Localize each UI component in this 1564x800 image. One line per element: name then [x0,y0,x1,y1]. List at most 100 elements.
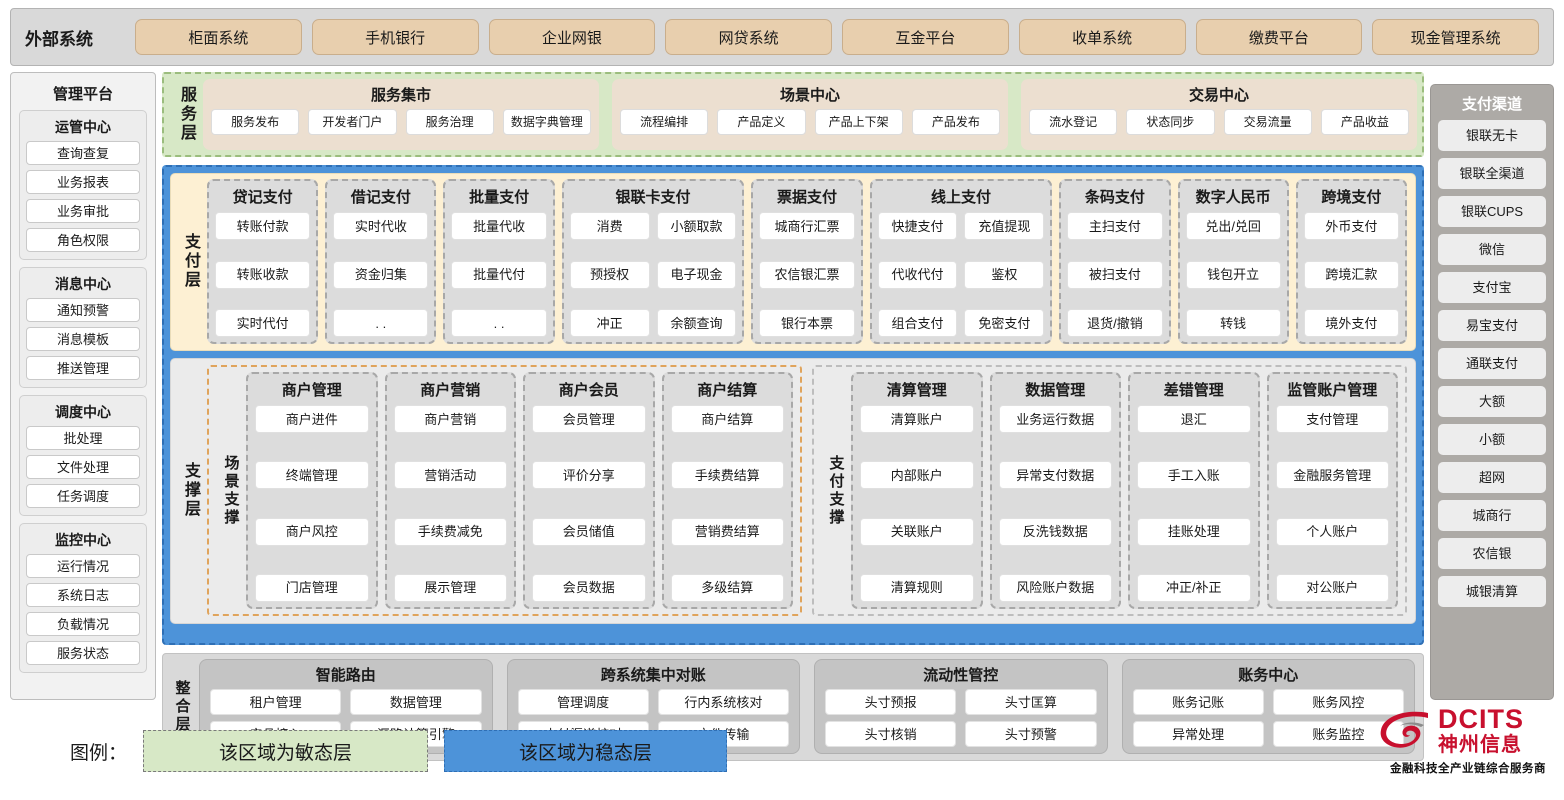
external-system-item[interactable]: 企业网银 [488,19,656,55]
external-system-item[interactable]: 缴费平台 [1195,19,1363,55]
support-item-异常支付数据[interactable]: 异常支付数据 [998,461,1112,490]
support-item-营销活动[interactable]: 营销活动 [393,461,507,490]
payment-channel-item-大额[interactable]: 大额 [1438,386,1546,417]
sidebar-item-服务状态[interactable]: 服务状态 [26,641,140,665]
sidebar-item-通知预警[interactable]: 通知预警 [26,298,140,322]
service-item-产品定义[interactable]: 产品定义 [717,109,806,135]
payment-channel-item-银联无卡[interactable]: 银联无卡 [1438,120,1546,151]
service-item-开发者门户[interactable]: 开发者门户 [308,109,397,135]
external-system-item[interactable]: 网贷系统 [665,19,832,55]
payment-item-冲正[interactable]: 冲正 [569,309,650,337]
service-item-服务治理[interactable]: 服务治理 [405,109,494,135]
payment-item-免密支付[interactable]: 免密支付 [964,309,1045,337]
payment-item-充值提现[interactable]: 充值提现 [964,212,1045,240]
integration-item-数据管理[interactable]: 数据管理 [350,689,482,715]
service-item-状态同步[interactable]: 状态同步 [1126,109,1215,135]
payment-item-银行本票[interactable]: 银行本票 [759,309,855,337]
payment-channel-item-城银清算[interactable]: 城银清算 [1438,576,1546,607]
support-item-会员管理[interactable]: 会员管理 [532,405,646,433]
sidebar-item-角色权限[interactable]: 角色权限 [26,228,140,252]
service-item-流水登记[interactable]: 流水登记 [1029,109,1118,135]
support-item-清算账户[interactable]: 清算账户 [860,405,974,433]
sidebar-item-消息模板[interactable]: 消息模板 [26,327,140,351]
payment-item-退货/撤销[interactable]: 退货/撤销 [1067,309,1163,337]
payment-item-外币支付[interactable]: 外币支付 [1303,212,1399,240]
payment-item-快捷支付[interactable]: 快捷支付 [877,212,958,240]
payment-item-转钱[interactable]: 转钱 [1185,309,1281,337]
support-item-退汇[interactable]: 退汇 [1137,405,1251,433]
integration-item-管理调度[interactable]: 管理调度 [517,689,649,715]
service-item-产品发布[interactable]: 产品发布 [911,109,1000,135]
external-system-item[interactable]: 互金平台 [842,19,1009,55]
external-system-item[interactable]: 手机银行 [311,19,479,55]
support-item-营销费结算[interactable]: 营销费结算 [670,517,784,546]
support-item-门店管理[interactable]: 门店管理 [255,573,369,602]
sidebar-item-业务报表[interactable]: 业务报表 [26,170,140,194]
sidebar-item-运行情况[interactable]: 运行情况 [26,554,140,578]
payment-item-转账付款[interactable]: 转账付款 [215,212,311,240]
support-item-挂账处理[interactable]: 挂账处理 [1137,517,1251,546]
support-item-冲正/补正[interactable]: 冲正/补正 [1137,573,1251,602]
payment-channel-item-小额[interactable]: 小额 [1438,424,1546,455]
support-item-个人账户[interactable]: 个人账户 [1275,517,1389,546]
support-item-反洗钱数据[interactable]: 反洗钱数据 [998,517,1112,546]
integration-item-头寸核销[interactable]: 头寸核销 [825,721,957,747]
sidebar-item-系统日志[interactable]: 系统日志 [26,583,140,607]
payment-item-小额取款[interactable]: 小额取款 [656,212,737,240]
payment-channel-item-通联支付[interactable]: 通联支付 [1438,348,1546,379]
service-item-产品上下架[interactable]: 产品上下架 [814,109,903,135]
external-system-item[interactable]: 柜面系统 [135,19,302,55]
payment-item-鉴权[interactable]: 鉴权 [964,260,1045,289]
integration-item-头寸匡算[interactable]: 头寸匡算 [965,689,1097,715]
support-item-商户进件[interactable]: 商户进件 [255,405,369,433]
support-item-风险账户数据[interactable]: 风险账户数据 [998,573,1112,602]
service-item-交易流量[interactable]: 交易流量 [1223,109,1312,135]
payment-channel-item-支付宝[interactable]: 支付宝 [1438,272,1546,303]
service-item-数据字典管理[interactable]: 数据字典管理 [502,109,591,135]
payment-item-转账收款[interactable]: 转账收款 [215,260,311,289]
sidebar-item-查询查复[interactable]: 查询查复 [26,141,140,165]
support-item-清算规则[interactable]: 清算规则 [860,573,974,602]
payment-item-批量代付[interactable]: 批量代付 [451,260,547,289]
payment-item-城商行汇票[interactable]: 城商行汇票 [759,212,855,240]
payment-item-消费[interactable]: 消费 [569,212,650,240]
payment-item-代收代付[interactable]: 代收代付 [877,260,958,289]
payment-item-农信银汇票[interactable]: 农信银汇票 [759,260,855,289]
support-item-展示管理[interactable]: 展示管理 [393,573,507,602]
payment-item-预授权[interactable]: 预授权 [569,260,650,289]
support-item-业务运行数据[interactable]: 业务运行数据 [998,405,1112,433]
payment-channel-item-易宝支付[interactable]: 易宝支付 [1438,310,1546,341]
sidebar-item-批处理[interactable]: 批处理 [26,426,140,450]
payment-channel-item-银联CUPS[interactable]: 银联CUPS [1438,196,1546,227]
external-system-item[interactable]: 收单系统 [1018,19,1186,55]
support-item-商户风控[interactable]: 商户风控 [255,517,369,546]
support-item-手续费结算[interactable]: 手续费结算 [670,461,784,490]
integration-item-租户管理[interactable]: 租户管理 [210,689,342,715]
integration-item-头寸预报[interactable]: 头寸预报 [825,689,957,715]
support-item-会员储值[interactable]: 会员储值 [532,517,646,546]
support-item-支付管理[interactable]: 支付管理 [1275,405,1389,433]
integration-item-账务记账[interactable]: 账务记账 [1132,689,1264,715]
sidebar-item-业务审批[interactable]: 业务审批 [26,199,140,223]
payment-item-实时代付[interactable]: 实时代付 [215,309,311,337]
payment-item-批量代收[interactable]: 批量代收 [451,212,547,240]
support-item-终端管理[interactable]: 终端管理 [255,461,369,490]
payment-item-组合支付[interactable]: 组合支付 [877,309,958,337]
support-item-商户结算[interactable]: 商户结算 [670,405,784,433]
support-item-评价分享[interactable]: 评价分享 [532,461,646,490]
payment-item-. .[interactable]: . . [451,309,547,337]
service-item-产品收益[interactable]: 产品收益 [1320,109,1409,135]
sidebar-item-任务调度[interactable]: 任务调度 [26,484,140,508]
service-item-服务发布[interactable]: 服务发布 [211,109,300,135]
integration-item-账务风控[interactable]: 账务风控 [1272,689,1404,715]
support-item-多级结算[interactable]: 多级结算 [670,573,784,602]
support-item-手续费减免[interactable]: 手续费减免 [393,517,507,546]
payment-channel-item-农信银[interactable]: 农信银 [1438,538,1546,569]
payment-item-跨境汇款[interactable]: 跨境汇款 [1303,260,1399,289]
sidebar-item-推送管理[interactable]: 推送管理 [26,356,140,380]
service-item-流程编排[interactable]: 流程编排 [620,109,709,135]
payment-item-主扫支付[interactable]: 主扫支付 [1067,212,1163,240]
integration-item-行内系统核对[interactable]: 行内系统核对 [657,689,789,715]
support-item-会员数据[interactable]: 会员数据 [532,573,646,602]
payment-item-电子现金[interactable]: 电子现金 [656,260,737,289]
